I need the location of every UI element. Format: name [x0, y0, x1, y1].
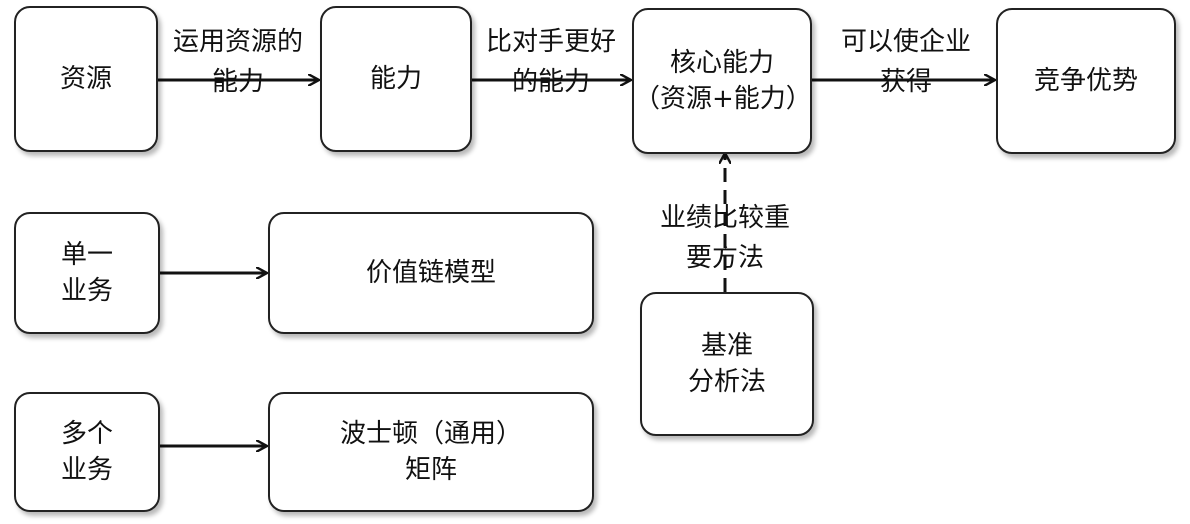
- single-business-box: 单一 业务: [14, 212, 160, 334]
- bcg-matrix-line1: 波士顿（通用）: [339, 419, 522, 449]
- single-business-line1: 单一: [60, 240, 113, 270]
- core-capability-line2: （资源+能力）: [634, 84, 812, 114]
- value-chain-model-box: 价值链模型: [268, 212, 594, 334]
- multiple-business-line1: 多个: [60, 419, 113, 449]
- use-resources-label: 运用资源的 能力: [172, 27, 303, 97]
- benchmark-analysis-box: 基准 分析法: [640, 292, 814, 436]
- capability-box: 能力: [320, 6, 472, 152]
- enable-enterprise-label: 可以使企业 获得: [840, 27, 971, 97]
- multiple-business-box: 多个 业务: [14, 392, 160, 512]
- core-capability-line1: 核心能力: [669, 48, 774, 78]
- benchmark-line2: 分析法: [687, 367, 766, 397]
- multiple-business-line2: 业务: [60, 455, 113, 485]
- performance-comparison-label: 业绩比较重 要方法: [659, 203, 790, 273]
- competitive-advantage-label: 竞争优势: [1033, 66, 1138, 96]
- single-business-line2: 业务: [60, 276, 113, 306]
- bcg-matrix-box: 波士顿（通用） 矩阵: [268, 392, 594, 512]
- competitive-advantage-box: 竞争优势: [996, 8, 1176, 154]
- benchmark-line1: 基准: [700, 331, 753, 361]
- better-than-rivals-label: 比对手更好 的能力: [485, 27, 616, 97]
- bcg-matrix-line2: 矩阵: [404, 455, 457, 485]
- capability-label: 能力: [369, 64, 422, 94]
- resources-box: 资源: [14, 6, 158, 152]
- resources-label: 资源: [59, 64, 112, 94]
- core-capability-box: 核心能力 （资源+能力）: [632, 8, 812, 154]
- value-chain-model-label: 价值链模型: [365, 258, 496, 288]
